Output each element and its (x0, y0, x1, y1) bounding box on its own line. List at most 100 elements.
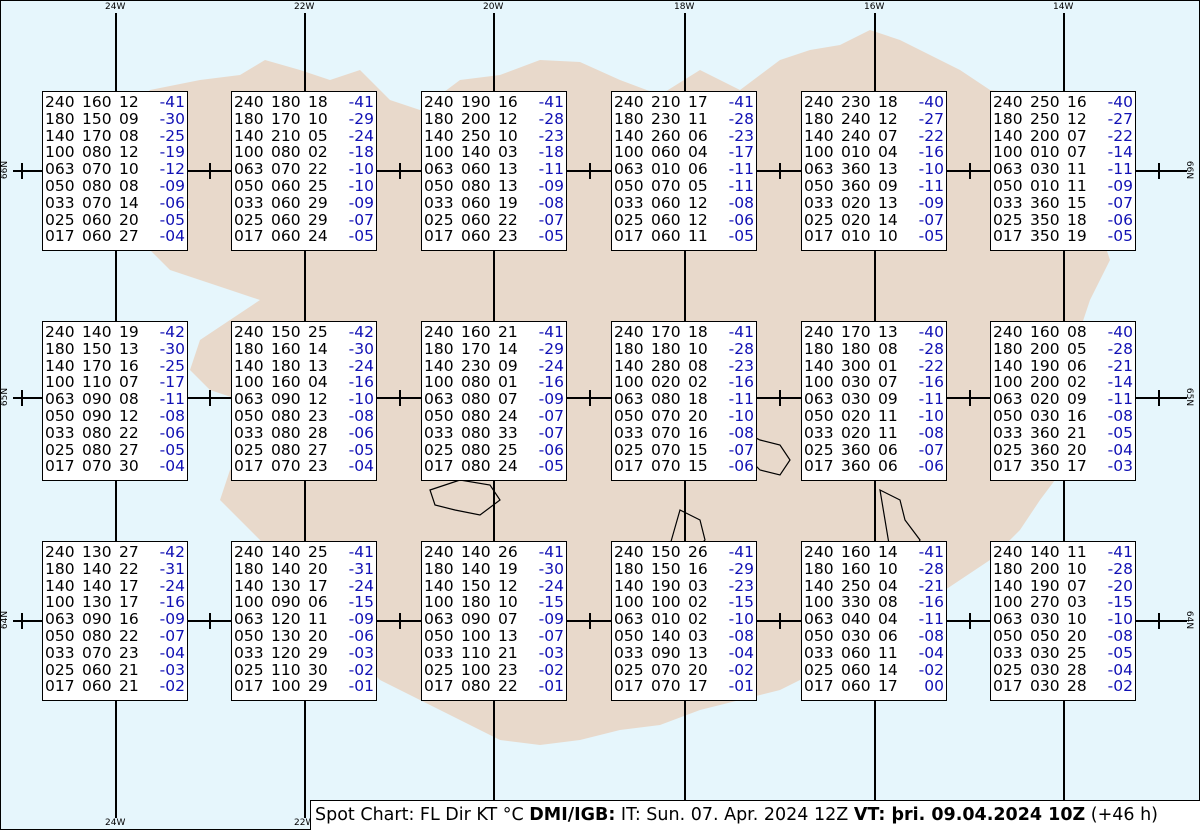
wind-speed: 14 (119, 193, 139, 212)
temperature: -41 (728, 323, 754, 341)
wind-speed: 12 (688, 210, 708, 229)
wind-speed: 17 (308, 576, 328, 595)
wind-speed: 04 (688, 143, 708, 162)
temperature: -05 (1107, 227, 1133, 246)
wind-direction: 030 (1030, 643, 1060, 662)
wind-speed: 11 (688, 227, 708, 246)
wind-speed: 20 (308, 559, 328, 578)
wind-direction: 020 (1030, 390, 1060, 409)
wind-speed: 10 (878, 227, 898, 246)
temperature: -15 (538, 593, 564, 612)
temperature: -30 (159, 109, 185, 128)
wind-direction: 060 (651, 227, 681, 246)
wind-speed: 08 (1067, 323, 1087, 341)
flight-level: 050 (234, 626, 264, 645)
wind-speed: 07 (1067, 143, 1087, 162)
flight-level: 017 (804, 677, 834, 696)
wind-speed: 29 (308, 643, 328, 662)
wind-direction: 200 (461, 109, 491, 128)
temperature: -16 (918, 373, 944, 392)
temperature: -05 (348, 440, 374, 459)
temperature: -15 (1107, 593, 1133, 612)
wind-speed: 12 (688, 193, 708, 212)
temperature: -15 (348, 593, 374, 612)
wind-direction: 070 (651, 423, 681, 442)
wind-direction: 160 (1030, 323, 1060, 341)
flight-level: 017 (614, 677, 644, 696)
flight-level: 180 (424, 559, 454, 578)
flight-level: 017 (45, 227, 75, 246)
flight-level: 180 (804, 559, 834, 578)
wind-direction: 080 (651, 390, 681, 409)
flight-level: 063 (614, 160, 644, 179)
footer-offset: (+46 h) (1085, 805, 1158, 825)
wind-speed: 10 (1067, 559, 1087, 578)
temperature: -08 (918, 423, 944, 442)
wind-direction: 200 (1030, 339, 1060, 358)
flight-level: 140 (614, 356, 644, 375)
temperature: -11 (1107, 160, 1133, 179)
temperature: -11 (538, 160, 564, 179)
flight-level: 050 (424, 626, 454, 645)
flight-level: 025 (424, 660, 454, 679)
wind-direction: 210 (651, 93, 681, 111)
temperature: -41 (348, 93, 374, 111)
flight-level: 033 (45, 193, 75, 212)
flight-level: 140 (424, 576, 454, 595)
flight-level: 140 (45, 576, 75, 595)
temperature: -06 (159, 423, 185, 442)
wind-speed: 24 (498, 406, 518, 425)
flight-level: 180 (993, 339, 1023, 358)
footer-source: DMI/IGB: (529, 805, 616, 825)
wind-speed: 06 (1067, 356, 1087, 375)
flight-level: 240 (234, 323, 264, 341)
flight-level: 050 (424, 176, 454, 195)
wind-direction: 060 (461, 227, 491, 246)
wind-speed: 20 (688, 660, 708, 679)
wind-speed: 12 (498, 576, 518, 595)
flight-level: 033 (234, 193, 264, 212)
wind-speed: 04 (308, 373, 328, 392)
wind-speed: 02 (688, 610, 708, 629)
wind-speed: 07 (1067, 576, 1087, 595)
lat-label-right: 66N (1184, 160, 1195, 180)
wind-speed: 10 (878, 559, 898, 578)
temperature: -09 (538, 176, 564, 195)
temperature: -28 (538, 109, 564, 128)
temperature: -10 (728, 610, 754, 629)
flight-level: 063 (424, 390, 454, 409)
wind-direction: 030 (841, 373, 871, 392)
wind-speed: 08 (878, 593, 898, 612)
flight-level: 240 (234, 93, 264, 111)
wind-speed: 08 (688, 356, 708, 375)
flight-level: 025 (993, 440, 1023, 459)
